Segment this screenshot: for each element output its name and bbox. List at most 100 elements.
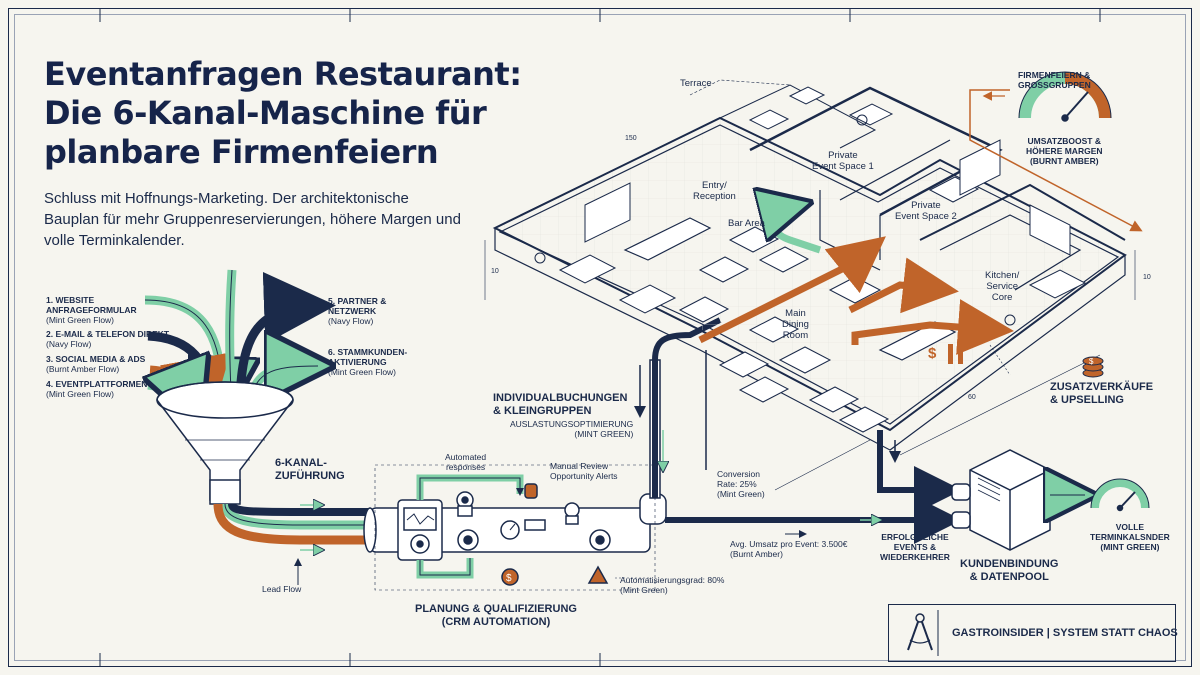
room-kitchen: Kitchen/ Service Core xyxy=(985,270,1019,303)
events-3: WIEDERKEHRER xyxy=(880,552,950,562)
conversion-line-1: Conversion xyxy=(717,469,760,479)
title-line-3: planbare Firmenfeiern xyxy=(44,133,439,171)
automated-line-1: Automated xyxy=(445,452,487,462)
room-main-1: Main xyxy=(785,308,806,319)
individual-bookings-label: INDIVIDUALBUCHUNGEN & KLEINGRUPPEN xyxy=(493,392,627,418)
room-main: Main Dining Room xyxy=(782,308,809,341)
full-3: (MINT GREEN) xyxy=(1100,542,1160,552)
channel-4-label: 4. EVENTPLATTFORMEN (Mint Green Flow) xyxy=(46,379,147,399)
room-private-2: Private Event Space 2 xyxy=(895,200,957,222)
funnel-label-1: 6-KANAL- xyxy=(275,457,327,469)
full-1: VOLLE xyxy=(1115,522,1145,532)
automation-label: Automatisierungsgrad: 80% (Mint Green) xyxy=(620,575,724,595)
revenue-gauge xyxy=(1018,71,1112,122)
automated-responses-label: Automated responses xyxy=(445,452,486,472)
room-kitchen-2: Service xyxy=(986,281,1018,292)
svg-text:$: $ xyxy=(928,345,937,362)
individual-flow: (MINT GREEN) xyxy=(574,429,634,439)
individual-sub-label: AUSLASTUNGSOPTIMIERUNG (MINT GREEN) xyxy=(510,419,633,439)
channel-3-title: 3. SOCIAL MEDIA & ADS xyxy=(46,354,146,364)
room-entry-2: Reception xyxy=(693,191,736,202)
calendar-gauge xyxy=(1090,478,1150,512)
upselling-1: ZUSATZVERKÄUFE xyxy=(1050,381,1154,393)
revenue-label: Avg. Umsatz pro Event: 3.500€ (Burnt Amb… xyxy=(730,539,848,559)
channel-1-title: 1. WEBSITE xyxy=(46,295,95,305)
individual-title-2: & KLEINGRUPPEN xyxy=(493,405,592,417)
page-subtitle: Schluss mit Hoffnungs-Marketing. Der arc… xyxy=(44,190,461,249)
conversion-line-2: Rate: 25% xyxy=(717,479,757,489)
svg-text:$: $ xyxy=(506,573,512,584)
umsatzboost-1: UMSATZBOOST & xyxy=(1027,136,1102,146)
dim-b: 10 xyxy=(491,268,499,275)
channel-2-title: 2. E-MAIL & TELEFON DIREKT xyxy=(46,329,170,339)
channel-5-title: 5. PARTNER & xyxy=(328,296,387,306)
channel-1-label: 1. WEBSITE ANFRAGEFORMULAR (Mint Green F… xyxy=(46,295,137,325)
individual-title-1: INDIVIDUALBUCHUNGEN xyxy=(493,392,628,404)
room-terrace: Terrace xyxy=(680,78,712,89)
frame-ticks xyxy=(99,8,1101,667)
firmenfeiern-2: GROSSGRUPPEN xyxy=(1018,80,1091,90)
flow-lines xyxy=(634,317,962,544)
room-private-1b: Event Space 1 xyxy=(812,161,874,172)
retention-title-1: KUNDENBINDUNG xyxy=(960,558,1059,570)
events-1: ERFOLGREICHE xyxy=(881,532,949,542)
channel-6-flow: (Mint Green Flow) xyxy=(328,367,397,377)
retention-title-2: & DATENPOOL xyxy=(969,571,1049,583)
conversion-label: Conversion Rate: 25% (Mint Green) xyxy=(717,469,765,499)
successful-events-label: ERFOLGREICHE EVENTS & WIEDERKEHRER xyxy=(880,532,950,562)
room-bar: Bar Area xyxy=(728,218,765,229)
title-line-2: Die 6-Kanal-Maschine für xyxy=(44,94,487,132)
channel-6-title2: AKTIVIERUNG xyxy=(328,357,387,367)
automation-line: Automatisierungsgrad: 80% xyxy=(620,575,725,585)
page-title: Eventanfragen Restaurant: Die 6-Kanal-Ma… xyxy=(44,55,604,172)
footer-box xyxy=(888,604,1176,662)
channel-2-label: 2. E-MAIL & TELEFON DIREKT (Navy Flow) xyxy=(46,329,169,349)
channel-1-flow: (Mint Green Flow) xyxy=(46,315,115,325)
retention-machine xyxy=(951,449,1085,551)
automation-flow: (Mint Green) xyxy=(620,585,668,595)
umsatzboost-label: UMSATZBOOST & HÖHERE MARGEN (BURNT AMBER… xyxy=(1026,136,1103,166)
room-main-2: Dining xyxy=(782,319,809,330)
channel-2-flow: (Navy Flow) xyxy=(46,339,92,349)
manual-review-label: Manual Review Opportunity Alerts xyxy=(550,461,618,481)
events-2: EVENTS & xyxy=(893,542,937,552)
coins-icon: $ xyxy=(1082,356,1104,378)
upselling-label: ZUSATZVERKÄUFE & UPSELLING xyxy=(1050,381,1153,407)
funnel-label: 6-KANAL- ZUFÜHRUNG xyxy=(275,457,345,483)
full-2: TERMINKALSNDER xyxy=(1090,532,1170,542)
conversion-flow: (Mint Green) xyxy=(717,489,765,499)
svg-text:$: $ xyxy=(1089,357,1094,366)
room-private-1: Private Event Space 1 xyxy=(812,150,874,172)
compass-icon xyxy=(907,610,939,656)
room-kitchen-3: Core xyxy=(991,292,1013,303)
channel-5-flow: (Navy Flow) xyxy=(328,316,374,326)
funnel xyxy=(145,269,370,585)
channel-6-title: 6. STAMMKUNDEN- xyxy=(328,347,408,357)
firmenfeiern-label: FIRMENFEIERN & GROSSGRUPPEN xyxy=(1018,70,1091,90)
manual-line-1: Manual Review xyxy=(550,461,609,471)
revenue-flow: (Burnt Amber) xyxy=(730,549,783,559)
revenue-line: Avg. Umsatz pro Event: 3.500€ xyxy=(730,539,848,549)
channel-3-flow: (Burnt Amber Flow) xyxy=(46,364,120,374)
manual-line-2: Opportunity Alerts xyxy=(550,471,618,481)
lead-flow-label: Lead Flow xyxy=(262,584,302,594)
automated-line-2: responses xyxy=(445,462,486,472)
full-calendar-label: VOLLE TERMINKALSNDER (MINT GREEN) xyxy=(1090,522,1170,552)
channel-4-title: 4. EVENTPLATTFORMEN xyxy=(46,379,148,389)
footer-brand: GASTROINSIDER | SYSTEM STATT CHAOS xyxy=(952,627,1178,639)
crm-title-2: (CRM AUTOMATION) xyxy=(441,616,551,628)
room-entry: Entry/ Reception xyxy=(693,180,736,202)
channel-3-label: 3. SOCIAL MEDIA & ADS (Burnt Amber Flow) xyxy=(46,354,145,374)
upselling-2: & UPSELLING xyxy=(1050,394,1124,406)
floorplan: $ xyxy=(484,79,1143,491)
dim-d: 60 xyxy=(968,394,976,401)
room-kitchen-1: Kitchen/ xyxy=(985,270,1020,281)
channel-5-label: 5. PARTNER & NETZWERK (Navy Flow) xyxy=(328,296,386,326)
channel-1-title2: ANFRAGEFORMULAR xyxy=(46,305,137,315)
funnel-label-2: ZUFÜHRUNG xyxy=(275,470,345,482)
dim-c: 10 xyxy=(1143,274,1151,281)
individual-sub: AUSLASTUNGSOPTIMIERUNG xyxy=(510,419,634,429)
channel-6-label: 6. STAMMKUNDEN- AKTIVIERUNG (Mint Green … xyxy=(328,347,407,377)
